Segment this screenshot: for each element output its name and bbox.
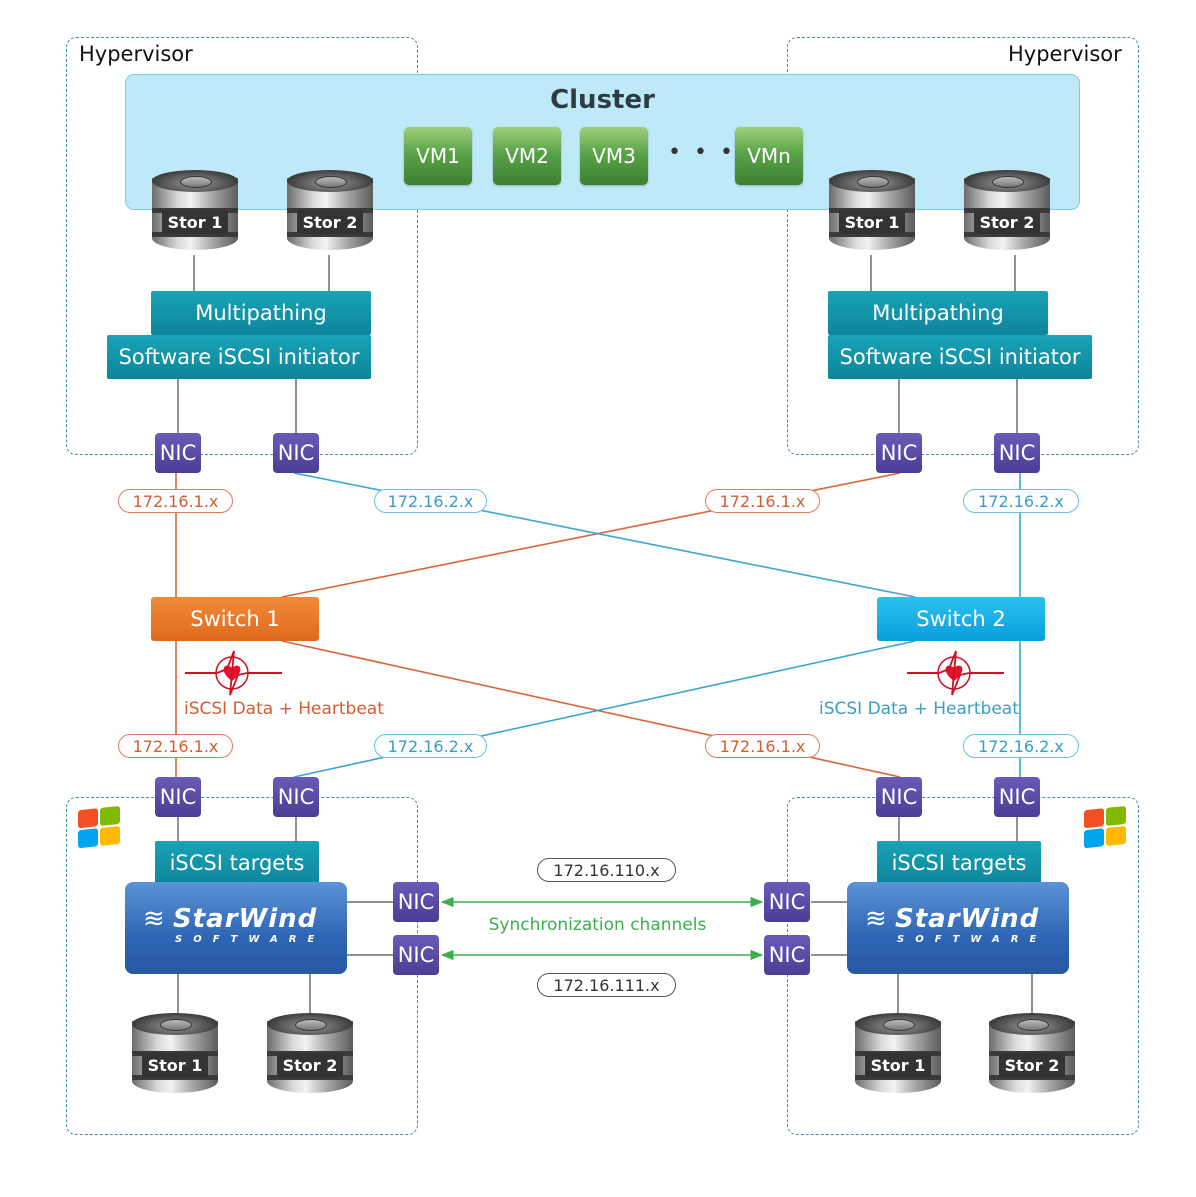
hypervisor-label-right: Hypervisor [1008,42,1122,66]
disk-icon[interactable]: Stor 2 [287,170,373,258]
subnet2-label: 172.16.2.x [374,734,487,758]
heartbeat-icon [907,650,1004,696]
disk-icon[interactable]: Stor 1 [829,170,915,258]
nic[interactable]: NIC [273,433,319,473]
sync-nic[interactable]: NIC [764,882,810,922]
switch-2[interactable]: Switch 2 [877,597,1045,641]
starwind-server[interactable]: ≋ StarWind SOFTWARE [125,882,347,974]
cluster-title: Cluster [550,85,655,115]
nic[interactable]: NIC [876,433,922,473]
disk-label: Stor 1 [839,210,905,234]
subnet1-label: 172.16.1.x [118,734,233,758]
vm-box[interactable]: VM1 [404,127,472,185]
disk-icon[interactable]: Stor 2 [267,1013,353,1101]
hypervisor-zone-right [787,37,1139,455]
nic[interactable]: NIC [994,777,1040,817]
sync-subnet-b-label: 172.16.111.x [537,973,676,997]
disk-icon[interactable]: Stor 1 [132,1013,218,1101]
disk-label: Stor 1 [162,210,228,234]
disk-label: Stor 2 [297,210,363,234]
disk-label: Stor 2 [974,210,1040,234]
starwind-logo-icon: ≋ [865,904,887,934]
subnet2-label: 172.16.2.x [963,734,1079,758]
heartbeat-label: iSCSI Data + Heartbeat [819,699,1019,719]
nic[interactable]: NIC [876,777,922,817]
vm-box[interactable]: VM3 [580,127,648,185]
sync-arrows [440,896,764,961]
nic[interactable]: NIC [994,433,1040,473]
subnet2-label: 172.16.2.x [374,489,487,513]
cluster-panel: Cluster [125,74,1080,210]
starwind-logo-icon: ≋ [143,904,165,934]
iscsi-initiator-box[interactable]: Software iSCSI initiator [107,335,371,379]
disk-icon[interactable]: Stor 2 [989,1013,1075,1101]
starwind-subtitle: SOFTWARE [897,934,1048,945]
internal-links [177,255,1033,1030]
disk-icon[interactable]: Stor 1 [855,1013,941,1101]
sync-nic[interactable]: NIC [393,935,439,975]
switch-1[interactable]: Switch 1 [151,597,319,641]
nic[interactable]: NIC [155,777,201,817]
iscsi-targets-box[interactable]: iSCSI targets [155,841,319,885]
heartbeat-label: iSCSI Data + Heartbeat [184,699,384,719]
vm-box[interactable]: VMn [735,127,803,185]
starwind-subtitle: SOFTWARE [175,934,326,945]
nic[interactable]: NIC [155,433,201,473]
disk-label: Stor 1 [865,1053,931,1077]
disk-label: Stor 1 [142,1053,208,1077]
vm-ellipsis: • • • [668,140,736,165]
multipathing-box[interactable]: Multipathing [151,291,371,335]
subnet1-label: 172.16.1.x [118,489,233,513]
sync-subnet-a-label: 172.16.110.x [537,858,676,882]
starwind-brand: StarWind [173,904,318,934]
hypervisor-zone-left [66,37,418,455]
sync-channels-label: Synchronization channels [488,915,707,935]
windows-logo-icon [1084,805,1128,851]
subnet2-label: 172.16.2.x [963,489,1079,513]
sync-nic[interactable]: NIC [764,935,810,975]
disk-label: Stor 2 [999,1053,1065,1077]
hypervisor-label-left: Hypervisor [79,42,193,66]
nic[interactable]: NIC [273,777,319,817]
windows-logo-icon [78,805,122,851]
starwind-brand: StarWind [895,904,1040,934]
vm-box[interactable]: VM2 [493,127,561,185]
subnet1-label: 172.16.1.x [705,489,820,513]
iscsi-initiator-box[interactable]: Software iSCSI initiator [828,335,1092,379]
heartbeat-icon [185,650,282,696]
starwind-server[interactable]: ≋ StarWind SOFTWARE [847,882,1069,974]
iscsi-targets-box[interactable]: iSCSI targets [877,841,1041,885]
disk-label: Stor 2 [277,1053,343,1077]
multipathing-box[interactable]: Multipathing [828,291,1048,335]
subnet1-label: 172.16.1.x [705,734,820,758]
sync-nic[interactable]: NIC [393,882,439,922]
disk-icon[interactable]: Stor 2 [964,170,1050,258]
disk-icon[interactable]: Stor 1 [152,170,238,258]
